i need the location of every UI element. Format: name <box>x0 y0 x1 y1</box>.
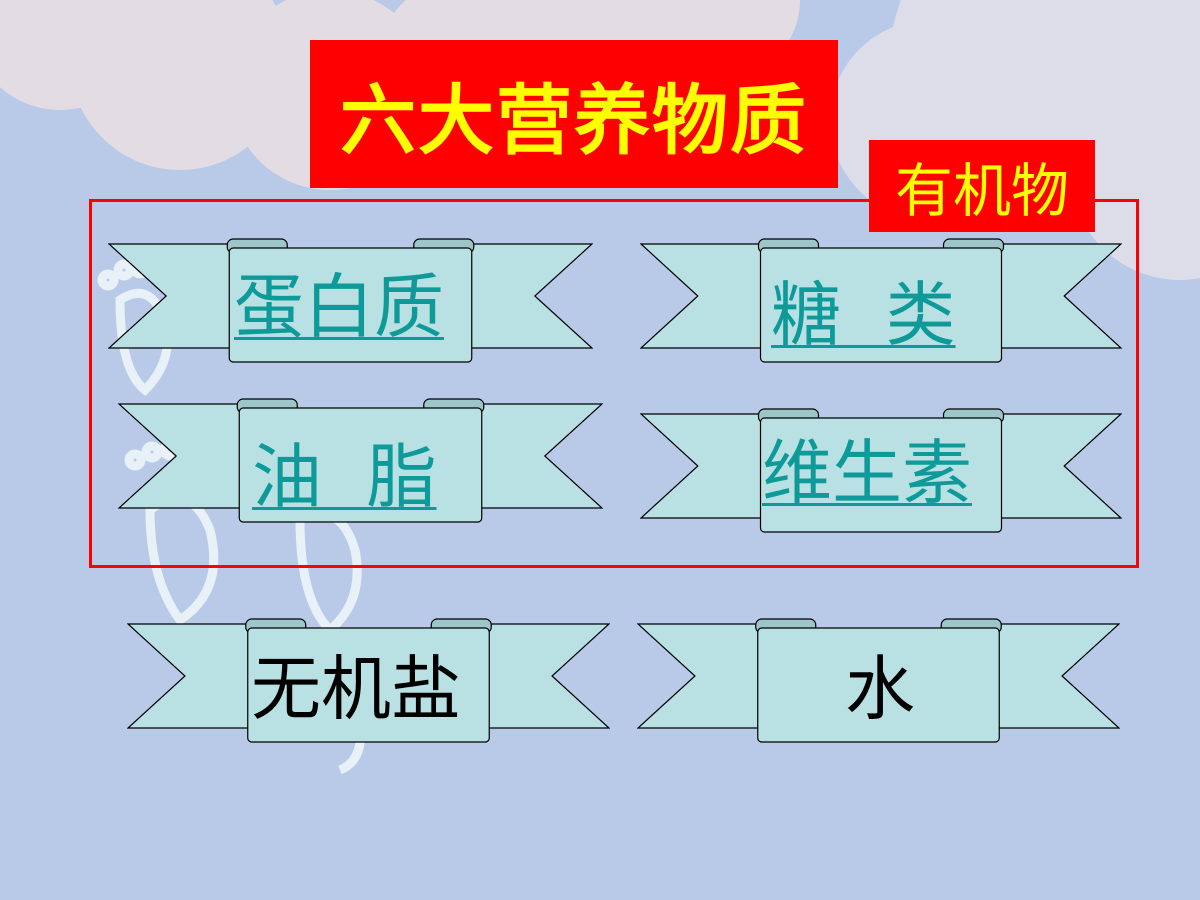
mineral-label: 无机盐 <box>251 648 461 730</box>
banner-mineral[interactable]: 无机盐 <box>127 618 610 744</box>
organic-group-label-box: 有机物 <box>869 140 1095 232</box>
sugar-link[interactable]: 糖 类 <box>771 274 956 356</box>
page-title: 六大营养物质 <box>340 76 808 165</box>
banner-vitamin[interactable]: 维生素 <box>640 408 1122 534</box>
title-banner: 六大营养物质 <box>310 40 838 188</box>
protein-link[interactable]: 蛋白质 <box>234 266 444 348</box>
fat-link[interactable]: 油 脂 <box>252 436 437 518</box>
banner-protein[interactable]: 蛋白质 <box>108 238 593 364</box>
ribbon-center-panel <box>228 247 473 363</box>
banner-sugar[interactable]: 糖 类 <box>640 238 1122 364</box>
ribbon-center-panel <box>238 407 483 523</box>
water-label: 水 <box>845 648 915 730</box>
banner-water[interactable]: 水 <box>637 618 1120 744</box>
vitamin-link[interactable]: 维生素 <box>762 432 972 514</box>
ribbon-center-panel <box>759 417 1003 533</box>
organic-group-label: 有机物 <box>894 157 1069 225</box>
organic-group-frame <box>89 199 1139 568</box>
ribbon-center-panel <box>759 247 1003 363</box>
ribbon-center-panel <box>247 627 490 743</box>
banner-fat[interactable]: 油 脂 <box>118 398 603 524</box>
ribbon-center-panel <box>757 627 1000 743</box>
